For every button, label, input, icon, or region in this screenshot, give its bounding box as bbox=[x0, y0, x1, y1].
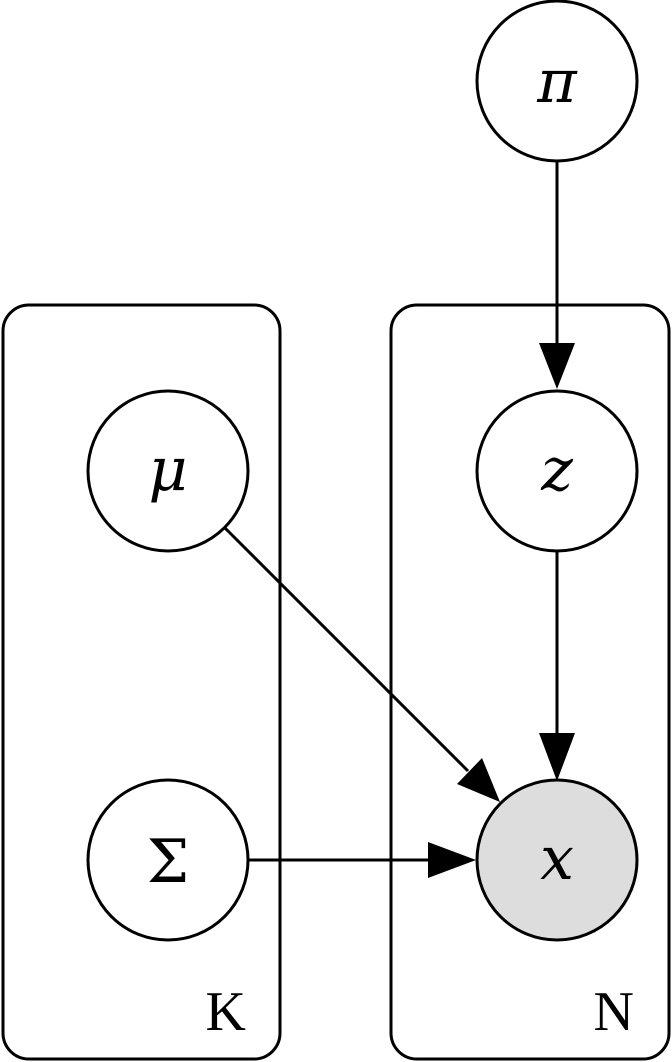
node-z-circle bbox=[475, 389, 639, 553]
node-sigma: Σ bbox=[86, 778, 250, 942]
node-sigma-circle bbox=[86, 778, 250, 942]
node-pi-circle bbox=[475, 0, 639, 163]
arrowhead-z-to-x bbox=[539, 733, 575, 781]
edge-mu-to-x bbox=[223, 526, 470, 773]
node-x: x bbox=[475, 778, 639, 942]
arrowhead-pi-to-z bbox=[539, 343, 575, 389]
node-x-label: x bbox=[540, 824, 574, 894]
node-mu-label: μ bbox=[149, 435, 188, 505]
node-z: z bbox=[475, 389, 639, 553]
node-x-circle bbox=[475, 778, 639, 942]
node-pi: π bbox=[475, 0, 639, 163]
arrowhead-sigma-to-x bbox=[428, 842, 476, 878]
node-mu-circle bbox=[86, 389, 250, 553]
node-sigma-label: Σ bbox=[147, 827, 189, 897]
arrowhead-mu-to-x bbox=[457, 758, 500, 802]
plate-n: N bbox=[389, 303, 671, 1061]
node-z-label: z bbox=[540, 435, 573, 505]
edges bbox=[223, 162, 575, 878]
plate-n-frame bbox=[389, 303, 671, 1061]
plate-k: K bbox=[1, 303, 282, 1061]
node-pi-label: π bbox=[536, 47, 578, 117]
plate-n-label: N bbox=[594, 981, 634, 1043]
plate-k-frame bbox=[1, 303, 282, 1061]
node-mu: μ bbox=[86, 389, 250, 553]
plate-k-label: K bbox=[206, 981, 246, 1043]
